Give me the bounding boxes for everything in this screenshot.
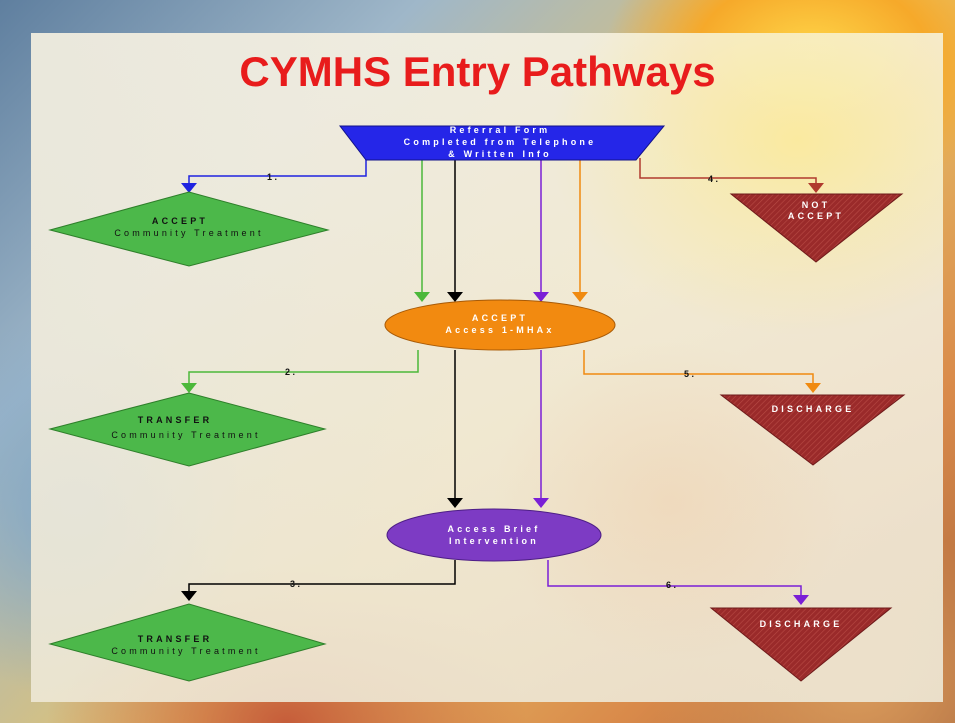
accept-access-line-1: ACCEPT — [472, 313, 528, 323]
discharge-6-label: DISCHARGE — [760, 619, 843, 629]
accept-access-node: ACCEPT Access 1-MHAx — [384, 299, 616, 351]
pathway-2-number: 2 . — [285, 367, 295, 377]
transfer-community-node-3: TRANSFER Community Treatment — [48, 603, 327, 682]
not-accept-line-2: ACCEPT — [788, 211, 844, 221]
brief-intervention-node: Access Brief Intervention — [386, 508, 602, 562]
brief-line-2: Intervention — [449, 536, 539, 546]
access-to-brief-connectors — [447, 350, 549, 508]
discharge-5-label: DISCHARGE — [772, 404, 855, 414]
pathway-5-number: 5 . — [684, 369, 694, 379]
referral-line-2: Completed from Telephone — [404, 137, 597, 147]
referral-line-3: & Written Info — [448, 149, 552, 159]
pathway-6-connector — [547, 560, 809, 605]
pathway-5-connector — [583, 350, 821, 393]
transfer-2-line-1: TRANSFER — [138, 415, 213, 425]
pathway-3-number: 3 . — [290, 579, 300, 589]
referral-form-node: Referral Form Completed from Telephone &… — [338, 125, 666, 161]
transfer-community-node-2: TRANSFER Community Treatment — [48, 392, 327, 467]
pathway-6-number: 6 . — [666, 580, 676, 590]
pathway-1-number: 1 . — [267, 172, 277, 182]
pathway-3-connector — [181, 560, 456, 601]
page-title: CYMHS Entry Pathways — [239, 48, 716, 95]
transfer-3-line-1: TRANSFER — [138, 634, 213, 644]
pathway-4-connector — [639, 158, 824, 193]
discharge-node-6: DISCHARGE — [709, 607, 893, 682]
pathway-1-connector — [181, 158, 367, 193]
transfer-2-line-2: Community Treatment — [111, 430, 260, 440]
accept-community-line-2: Community Treatment — [114, 228, 263, 238]
brief-line-1: Access Brief — [448, 524, 541, 534]
accept-community-line-1: ACCEPT — [152, 216, 208, 226]
accept-community-node: ACCEPT Community Treatment — [48, 191, 330, 267]
transfer-3-line-2: Community Treatment — [111, 646, 260, 656]
not-accept-node: NOT ACCEPT — [729, 193, 904, 263]
pathway-4-number: 4 . — [708, 174, 718, 184]
referral-to-access-connectors — [414, 160, 588, 302]
not-accept-line-1: NOT — [802, 200, 831, 210]
referral-line-1: Referral Form — [450, 125, 551, 135]
accept-access-line-2: Access 1-MHAx — [445, 325, 554, 335]
pathway-2-connector — [181, 350, 419, 393]
discharge-node-5: DISCHARGE — [719, 394, 906, 466]
